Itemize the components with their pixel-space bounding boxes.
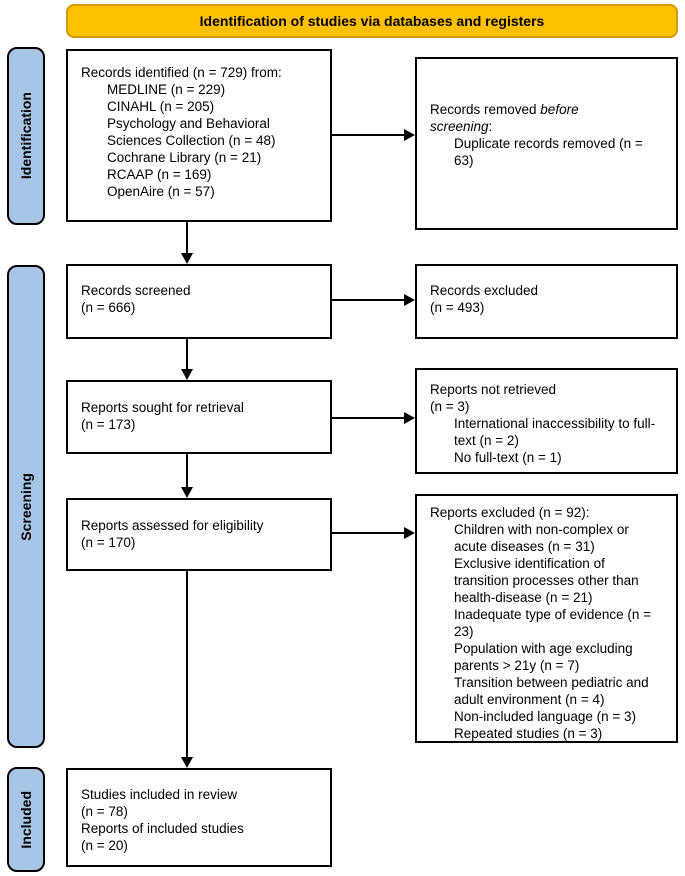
stage-label-identification: Identification	[7, 47, 45, 225]
arrow-screened-to-sought-head	[181, 369, 193, 380]
arrow-identified-to-removed-head	[404, 129, 415, 141]
box-records-excluded: Records excluded (n = 493)	[415, 264, 678, 339]
records-identified-source: OpenAire (n = 57)	[107, 184, 215, 199]
records-removed-title-italic: before screening	[430, 102, 579, 134]
reports-sought-count: (n = 173)	[81, 417, 136, 432]
arrow-screened-to-excluded-line	[332, 299, 405, 301]
arrow-sought-to-not-retrieved-line	[332, 417, 405, 419]
reports-sought-line: Reports sought for retrieval	[81, 400, 244, 415]
box-records-screened: Records screened (n = 666)	[66, 264, 332, 339]
reports-not-retrieved-count: (n = 3)	[430, 399, 470, 414]
arrow-assessed-to-included-head	[181, 757, 193, 768]
arrow-screened-to-sought-line	[186, 339, 188, 370]
records-removed-title: Records removed before screening:	[430, 101, 635, 135]
stage-label-identification-text: Identification	[18, 92, 34, 180]
records-identified-source: Psychology and Behavioral Sciences Colle…	[107, 116, 276, 148]
box-reports-not-retrieved: Reports not retrieved (n = 3) Internatio…	[415, 368, 678, 474]
reports-excluded-reason: Children with non-complex or acute disea…	[454, 522, 629, 554]
stage-label-included-text: Included	[18, 790, 34, 849]
arrow-assessed-to-included-line	[186, 571, 188, 758]
arrow-sought-to-assessed-head	[181, 487, 193, 498]
reports-excluded-reason: Transition between pediatric and adult e…	[454, 675, 649, 707]
records-identified-source: Cochrane Library (n = 21)	[107, 150, 262, 165]
box-reports-assessed-for-eligibility: Reports assessed for eligibility (n = 17…	[66, 498, 332, 571]
reports-assessed-count: (n = 170)	[81, 535, 136, 550]
arrow-assessed-to-excluded-head	[404, 527, 415, 539]
reports-excluded-reason: Repeated studies (n = 3)	[454, 726, 603, 741]
reports-included-count: (n = 20)	[81, 838, 128, 853]
records-screened-count: (n = 666)	[81, 300, 136, 315]
records-excluded-line: Records excluded	[430, 283, 539, 298]
studies-included-line: Studies included in review	[81, 787, 238, 802]
records-removed-reason: Duplicate records removed (n = 63)	[454, 136, 643, 168]
stage-label-screening: Screening	[7, 265, 45, 748]
records-identified-source: CINAHL (n = 205)	[107, 99, 215, 114]
reports-excluded-reason: Non-included language (n = 3)	[454, 709, 636, 724]
records-screened-line: Records screened	[81, 283, 191, 298]
reports-not-retrieved-line: Reports not retrieved	[430, 382, 557, 397]
records-excluded-count: (n = 493)	[430, 300, 485, 315]
reports-excluded-title: Reports excluded (n = 92):	[430, 505, 590, 520]
arrow-identified-to-screened-head	[181, 253, 193, 264]
arrow-sought-to-assessed-line	[186, 454, 188, 488]
box-studies-included: Studies included in review (n = 78) Repo…	[66, 768, 332, 867]
records-removed-title-prefix: Records removed	[430, 102, 541, 117]
stage-label-screening-text: Screening	[18, 472, 34, 541]
reports-not-retrieved-reason: No full-text (n = 1)	[454, 450, 562, 465]
arrow-identified-to-removed-line	[332, 134, 405, 136]
box-reports-excluded: Reports excluded (n = 92): Children with…	[415, 494, 678, 743]
reports-included-line: Reports of included studies	[81, 821, 244, 836]
reports-not-retrieved-reason: International inaccessibility to full-te…	[454, 416, 656, 448]
arrow-sought-to-not-retrieved-head	[404, 412, 415, 424]
arrow-screened-to-excluded-head	[404, 294, 415, 306]
records-identified-source: RCAAP (n = 169)	[107, 167, 212, 182]
studies-included-count: (n = 78)	[81, 804, 128, 819]
reports-excluded-reason: Inadequate type of evidence (n = 23)	[454, 607, 652, 639]
reports-excluded-reason: Population with age excluding parents > …	[454, 641, 633, 673]
stage-label-included: Included	[7, 767, 45, 872]
box-records-removed-before-screening: Records removed before screening: Duplic…	[415, 57, 678, 230]
records-identified-source: MEDLINE (n = 229)	[107, 82, 226, 97]
reports-assessed-line: Reports assessed for eligibility	[81, 518, 264, 533]
records-removed-title-suffix: :	[488, 119, 493, 134]
records-identified-title: Records identified (n = 729) from:	[81, 65, 282, 80]
arrow-assessed-to-excluded-line	[332, 532, 405, 534]
reports-excluded-reason: Exclusive identification of transition p…	[454, 556, 639, 605]
box-records-identified: Records identified (n = 729) from: MEDLI…	[66, 49, 332, 222]
banner-identification-via-databases: Identification of studies via databases …	[66, 4, 678, 38]
box-reports-sought-for-retrieval: Reports sought for retrieval (n = 173)	[66, 380, 332, 454]
arrow-identified-to-screened-line	[186, 222, 188, 254]
